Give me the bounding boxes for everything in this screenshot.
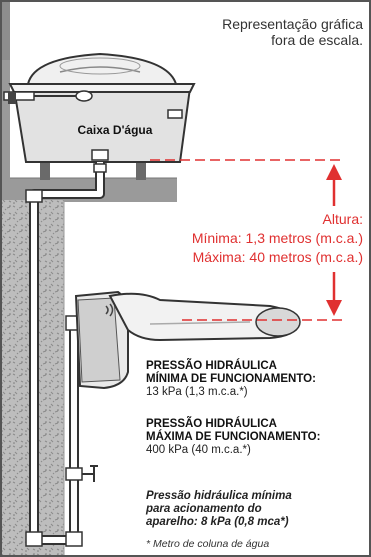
footnote: * Metro de coluna de água (146, 538, 270, 550)
arrow-down-icon (326, 272, 342, 316)
shower-icon (74, 290, 301, 390)
tank-icon (3, 52, 196, 163)
height-range: Altura: Mínima: 1,3 metros (m.c.a.) Máxi… (192, 210, 363, 267)
pressure-max-value: 400 kPa (40 m.c.a.*) (146, 444, 251, 456)
tank-supports (40, 152, 146, 180)
pressure-min-title-1: PRESSÃO HIDRÁULICA (146, 360, 277, 372)
tank-outlet (25, 149, 109, 203)
scale-note: Representação gráfica fora de escala. (222, 16, 363, 48)
activation-line3: aparelho: 8 kPa (0,8 mca*) (146, 516, 289, 528)
pressure-min-title-2: MÍNIMA DE FUNCIONAMENTO: (146, 373, 316, 385)
pressure-min-value: 13 kPa (1,3 m.c.a.*) (146, 386, 248, 398)
pressure-max-title-1: PRESSÃO HIDRÁULICA (146, 418, 277, 430)
height-min: Mínima: 1,3 metros (m.c.a.) (191, 230, 363, 246)
pressure-min-block: PRESSÃO HIDRÁULICA MÍNIMA DE FUNCIONAMEN… (146, 360, 316, 399)
tank-label: Caixa D'água (77, 123, 153, 137)
activation-line2: para acionamento do (146, 503, 262, 515)
wall-top (2, 2, 10, 62)
arrow-up-icon (326, 164, 342, 206)
scale-note-line2: fora de escala. (271, 32, 363, 48)
valve-icon (65, 465, 98, 482)
activation-line1: Pressão hidráulica mínima (146, 490, 292, 502)
height-max: Máxima: 40 metros (m.c.a.) (192, 249, 363, 265)
water-pipe-inner (31, 162, 103, 543)
height-label: Altura: (322, 211, 363, 227)
activation-block: Pressão hidráulica mínima para acionamen… (146, 490, 292, 529)
pressure-max-title-2: MÁXIMA DE FUNCIONAMENTO: (146, 431, 321, 443)
wall-left-upper (2, 60, 10, 180)
pressure-max-block: PRESSÃO HIDRÁULICA MÁXIMA DE FUNCIONAMEN… (146, 418, 320, 457)
scale-note-line1: Representação gráfica (222, 16, 363, 32)
